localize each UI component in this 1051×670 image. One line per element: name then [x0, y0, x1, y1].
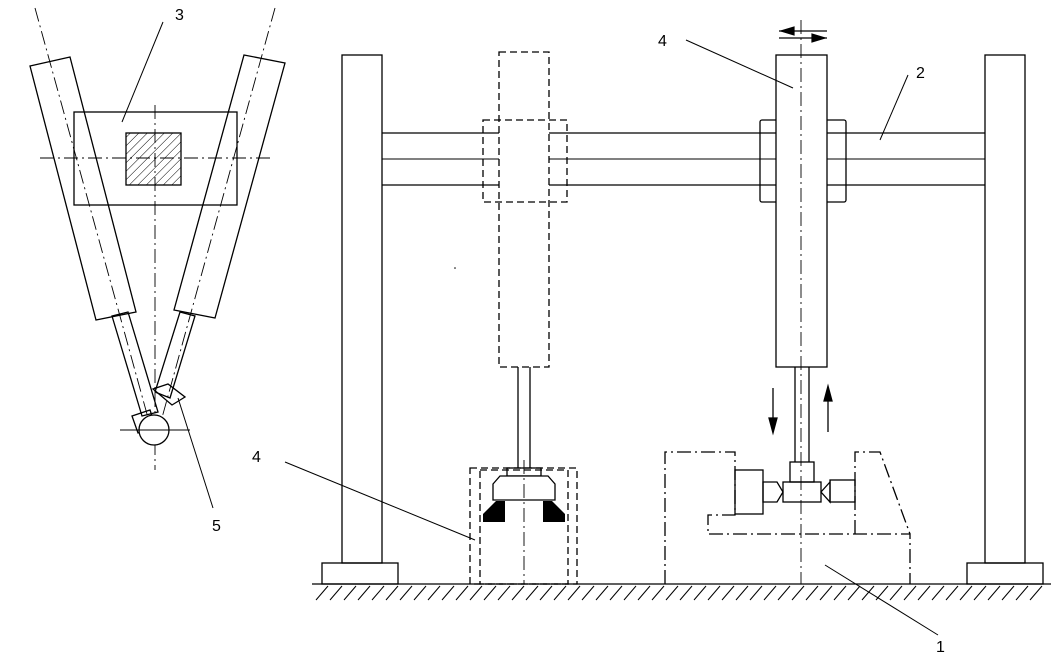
manipulator-dashed	[469, 51, 578, 585]
right-arm-tube	[173, 54, 286, 319]
left-column	[341, 54, 383, 564]
left-clamp-tip	[762, 481, 784, 503]
down-arrow	[768, 388, 778, 436]
leader-5	[177, 397, 214, 509]
workpiece-block	[782, 481, 822, 503]
stray-dot	[454, 267, 456, 269]
right-arm-axis	[159, 7, 276, 426]
side-view	[29, 7, 286, 509]
right-column	[984, 54, 1026, 564]
leader-4-right	[685, 39, 794, 89]
left-arm-tube	[29, 56, 137, 321]
front-view	[284, 20, 1051, 636]
left-arm-axis	[34, 7, 151, 426]
left-fixture-jaw	[483, 501, 505, 522]
right-jaw	[151, 383, 187, 406]
right-column-foot	[966, 562, 1044, 585]
manipulator-right-column	[775, 54, 828, 368]
left-arm-rod	[111, 311, 159, 417]
up-arrow	[823, 383, 833, 432]
ground-hatching	[315, 585, 1043, 601]
right-clamp-tip	[820, 480, 831, 504]
left-clamp-body	[734, 469, 764, 515]
label-4-left: 4	[252, 449, 261, 466]
beam-section-hatched	[125, 132, 182, 186]
leader-3	[121, 21, 164, 123]
manipulator-left-rod	[492, 367, 556, 501]
label-4-right: 4	[658, 33, 667, 50]
right-clamp-body	[829, 479, 856, 503]
fixture-base	[664, 451, 911, 584]
label-1: 1	[936, 639, 945, 656]
leader-2	[879, 74, 909, 141]
right-fixture-jaw	[543, 501, 565, 522]
leader-4-left	[284, 461, 476, 541]
left-column-foot	[321, 562, 399, 585]
horizontal-motion-arrow	[778, 26, 828, 43]
right-arm-rod	[154, 311, 196, 399]
carriage-box	[73, 111, 238, 206]
label-3: 3	[175, 7, 184, 24]
leader-1	[824, 564, 939, 636]
label-5: 5	[212, 518, 221, 535]
right-rod-end	[789, 461, 815, 483]
label-2: 2	[916, 65, 925, 82]
